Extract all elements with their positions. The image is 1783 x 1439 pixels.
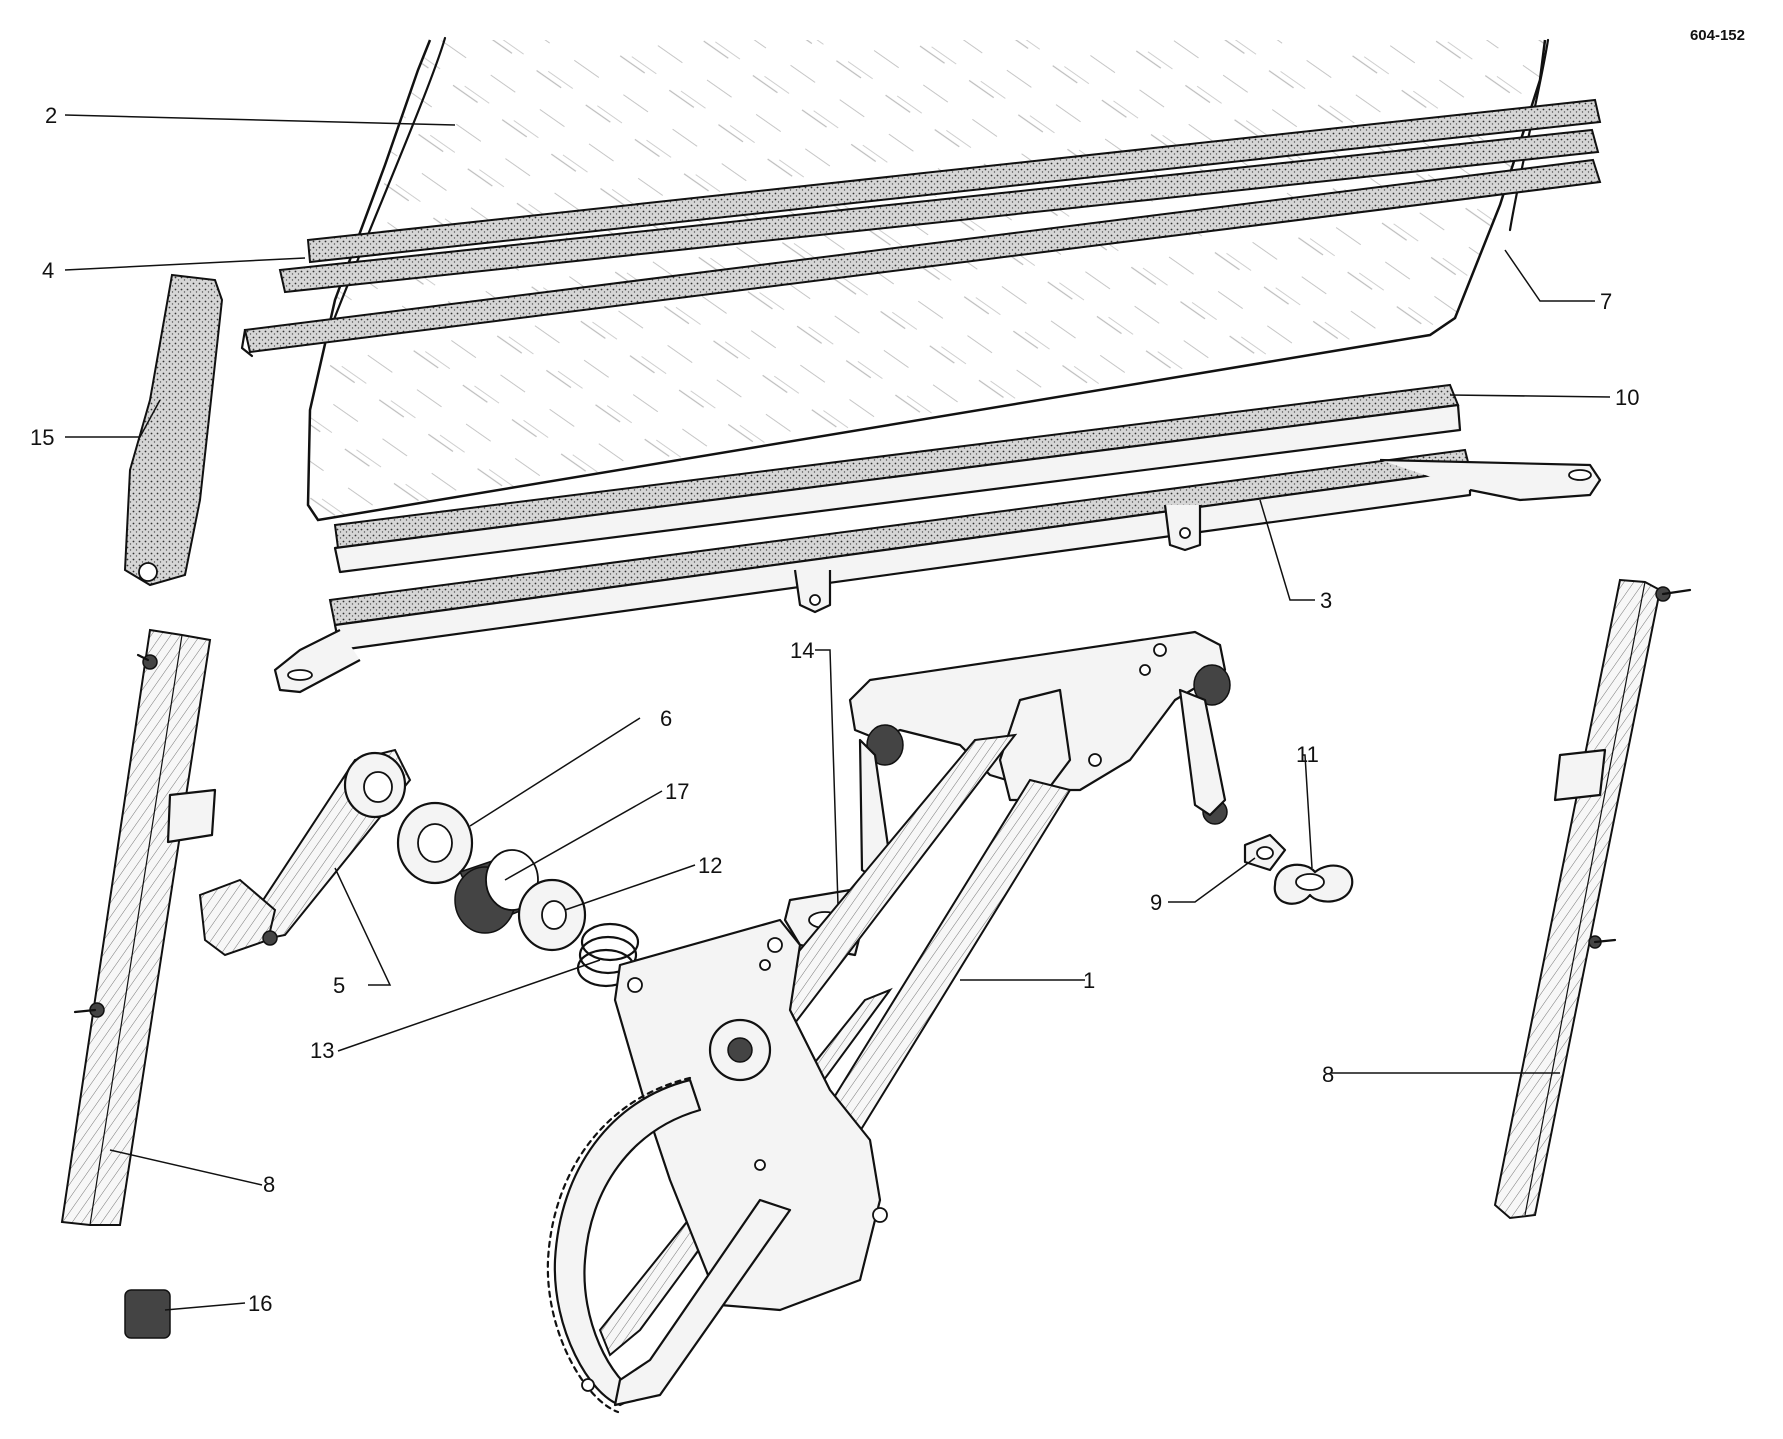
lifting-rail-brackets xyxy=(273,458,1602,694)
part-label: 17 xyxy=(665,779,689,804)
part-label: 11 xyxy=(1296,742,1319,767)
part-label: 12 xyxy=(698,853,722,878)
reference-code: 604-152 xyxy=(1690,27,1745,44)
window-crank-handle xyxy=(198,748,412,957)
part-label: 1 xyxy=(1083,968,1095,993)
part-label: 4 xyxy=(42,258,54,283)
part-number-labels: 1 2 3 4 5 6 7 8 8 9 10 11 12 13 14 15 16… xyxy=(30,103,1639,1316)
window-regulator-mechanism xyxy=(546,630,1231,1414)
clip-retainer xyxy=(1273,863,1354,905)
part-label: 13 xyxy=(310,1038,334,1063)
left-guide-rail xyxy=(60,628,217,1226)
part-label: 8 xyxy=(1322,1062,1334,1087)
upper-glass-channel xyxy=(240,98,1602,358)
front-channel-guide xyxy=(123,273,224,587)
right-guide-rail xyxy=(1493,578,1692,1220)
part-label: 16 xyxy=(248,1291,272,1316)
part-label: 5 xyxy=(333,973,345,998)
window-glass xyxy=(306,36,1550,522)
part-label: 3 xyxy=(1320,588,1332,613)
part-label: 15 xyxy=(30,425,54,450)
washer xyxy=(517,878,587,952)
part-label: 8 xyxy=(263,1172,275,1197)
clip-nut xyxy=(1243,833,1287,872)
glass-stop xyxy=(124,1289,171,1339)
part-label: 9 xyxy=(1150,890,1162,915)
part-label: 7 xyxy=(1600,289,1612,314)
part-label: 6 xyxy=(660,706,672,731)
part-label: 10 xyxy=(1615,385,1639,410)
escutcheon-cup xyxy=(396,801,474,885)
part-label: 14 xyxy=(790,638,814,663)
part-label: 2 xyxy=(45,103,57,128)
leader-lines xyxy=(64,114,1611,1311)
